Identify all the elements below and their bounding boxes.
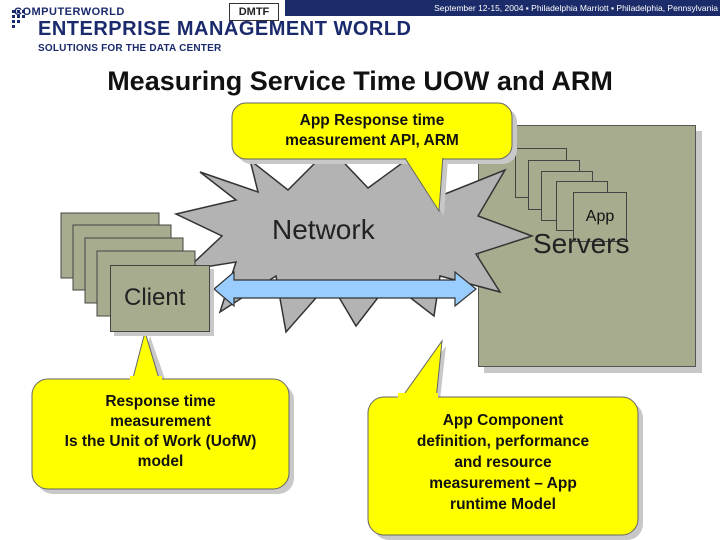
callout-api-text: App Response time measurement API, ARM bbox=[232, 111, 512, 151]
callout-uow-line-2: measurement bbox=[110, 413, 211, 430]
brand-sub: SOLUTIONS FOR THE DATA CENTER bbox=[38, 43, 222, 54]
callout-app-model-text: App Component definition, performance an… bbox=[368, 410, 638, 515]
callout-app-model-line-1: App Component bbox=[442, 412, 564, 429]
callout-uow-line-1: Response time bbox=[105, 393, 216, 410]
callout-uow-line-3: Is the Unit of Work (UofW) bbox=[64, 433, 257, 450]
brand-top: COMPUTERWORLD bbox=[14, 6, 125, 18]
callout-app-model-line-3: and resource bbox=[454, 454, 552, 471]
brand-main: ENTERPRISE MANAGEMENT WORLD bbox=[38, 18, 412, 40]
network-double-arrow bbox=[213, 270, 477, 308]
slide-title: Measuring Service Time UOW and ARM bbox=[107, 66, 613, 96]
callout-api-line-1: App Response time bbox=[299, 112, 445, 129]
callout-uow-text: Response time measurement Is the Unit of… bbox=[32, 392, 289, 472]
callout-app-model-line-5: runtime Model bbox=[450, 496, 556, 513]
network-label: Network bbox=[272, 214, 375, 245]
client-label: Client bbox=[124, 284, 186, 311]
dmtf-logo: DMTF bbox=[229, 3, 279, 21]
app-box: App bbox=[573, 192, 627, 242]
computerworld-logo-icon bbox=[10, 8, 32, 48]
callout-api-line-2: measurement API, ARM bbox=[285, 132, 459, 149]
callout-app-model-line-4: measurement – App bbox=[429, 475, 577, 492]
server-panel bbox=[478, 125, 696, 367]
conference-info: September 12-15, 2004 ▪ Philadelphia Mar… bbox=[434, 3, 718, 13]
callout-uow-line-4: model bbox=[137, 453, 184, 470]
servers-label: Servers bbox=[533, 228, 630, 259]
callout-api-bubble bbox=[231, 102, 513, 160]
callout-app-model-line-2: definition, performance bbox=[416, 433, 590, 450]
callout-app-model-bubble bbox=[367, 396, 639, 536]
header-band bbox=[285, 0, 720, 16]
client-box bbox=[110, 265, 210, 332]
callout-app-model-tail bbox=[399, 339, 443, 401]
